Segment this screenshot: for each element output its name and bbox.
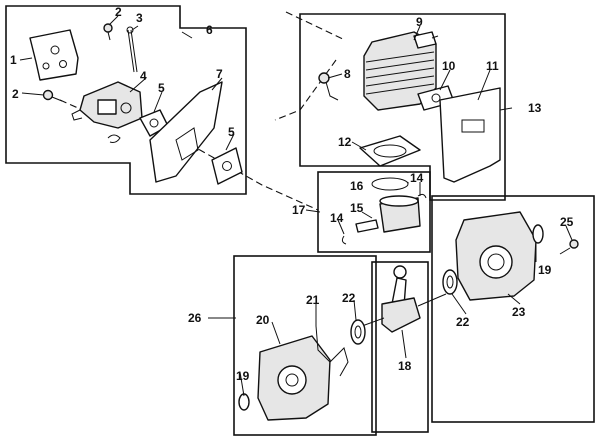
part-19-seal-right	[532, 224, 544, 244]
crankcase-left-box	[233, 255, 377, 436]
part-21-gasket	[315, 325, 349, 377]
part-3-throttle-rod	[126, 26, 138, 73]
part-4-carburetor	[71, 81, 143, 129]
callout-5-lower: 5	[228, 125, 235, 139]
part-8-spark-plug	[318, 72, 339, 101]
callout-19-right: 19	[538, 263, 552, 277]
part-22-bearing-right	[442, 269, 458, 295]
callout-17: 17	[292, 203, 306, 217]
carburetor-group-box	[5, 5, 247, 195]
part-11-heat-shield	[439, 87, 501, 183]
callout-8: 8	[344, 67, 351, 81]
callout-14-left: 14	[330, 211, 344, 225]
part-14-clip-left	[341, 235, 347, 245]
callout-23: 23	[512, 305, 526, 319]
part-5-spacer-lower	[211, 147, 243, 185]
part-16-piston-ring	[371, 177, 409, 191]
callout-20: 20	[256, 313, 270, 327]
crankshaft-box	[371, 261, 429, 433]
part-2-screw-top	[103, 23, 113, 41]
part-22-bearing-left	[350, 319, 366, 345]
callout-2-left: 2	[12, 87, 19, 101]
callout-11: 11	[486, 59, 499, 73]
callout-14-right: 14	[410, 171, 424, 185]
callout-1: 1	[10, 53, 17, 67]
part-18-crankshaft	[361, 265, 447, 333]
callout-26: 26	[188, 311, 202, 325]
assembly-dash-cyl	[274, 11, 346, 121]
part-19-seal-left	[238, 393, 250, 411]
callout-25: 25	[560, 215, 574, 229]
callout-5-upper: 5	[158, 81, 165, 95]
leaders	[19, 15, 573, 397]
callout-4: 4	[140, 69, 147, 83]
callout-12: 12	[338, 135, 352, 149]
callout-18: 18	[398, 359, 412, 373]
callout-16: 16	[350, 179, 364, 193]
part-25-bolt	[559, 239, 579, 255]
part-7-intake-plate	[149, 81, 223, 183]
callout-22-right: 22	[456, 315, 470, 329]
part-1-gasket	[29, 29, 79, 81]
clip-small	[107, 134, 121, 143]
callout-10: 10	[442, 59, 456, 73]
part-14-clip-right	[417, 193, 427, 199]
callout-15: 15	[350, 201, 364, 215]
part-pin	[355, 219, 379, 233]
part-20-left-crankcase	[257, 335, 331, 421]
callout-3: 3	[136, 11, 143, 25]
part-9-cylinder	[363, 31, 439, 111]
callout-21: 21	[306, 293, 320, 307]
callout-19-left: 19	[236, 369, 250, 383]
callout-9: 9	[416, 15, 423, 29]
callout-6: 6	[206, 23, 213, 37]
callout-13: 13	[528, 101, 542, 115]
callout-2-top: 2	[115, 5, 122, 19]
callout-7: 7	[216, 67, 223, 81]
part-12-cylinder-gasket	[359, 135, 421, 167]
part-15-piston	[379, 195, 421, 233]
part-23-right-crankcase	[455, 211, 537, 301]
callout-22-left: 22	[342, 291, 356, 305]
part-2-screw-left	[42, 89, 63, 102]
crankcase-right-box	[431, 195, 595, 423]
